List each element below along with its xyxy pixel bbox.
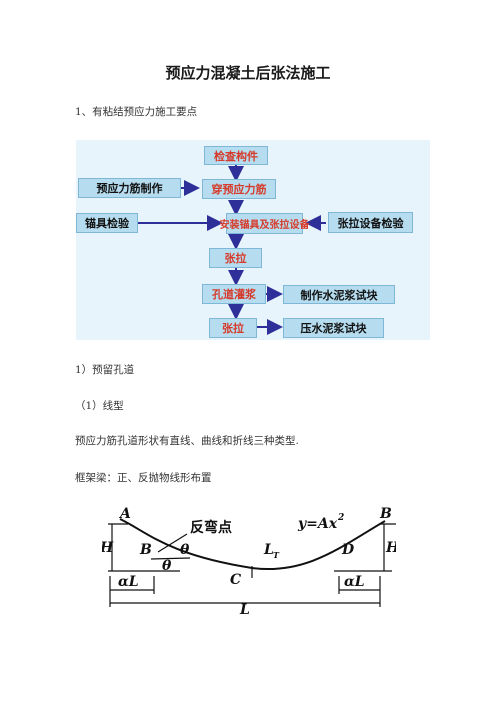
label-inflection-point: 反弯点 — [190, 519, 232, 536]
subsection-heading-line-type: （1）线型 — [75, 400, 124, 412]
label-LT: L — [263, 542, 274, 558]
flow-step-check: 检查构件 — [204, 146, 268, 165]
flow-step-tension-2: 张拉 — [209, 318, 257, 338]
flow-step-tension-1: 张拉 — [209, 248, 262, 268]
label-LT-sub: T — [273, 550, 280, 560]
paragraph-line-types: 预应力筋孔道形状有直线、曲线和折线三种类型. — [75, 435, 299, 447]
theta-upper: θ — [180, 542, 190, 558]
flow-step-cube-make: 制作水泥浆试块 — [283, 285, 395, 304]
equation: y=Ax — [297, 516, 338, 532]
label-C: C — [230, 572, 241, 588]
label-A: A — [118, 506, 131, 522]
label-aL-left: αL — [118, 574, 139, 590]
process-flowchart: 检查构件 预应力筋制作 穿预应力筋 锚具检验 安装锚具及张拉设备 张拉设备检验 … — [76, 140, 430, 340]
label-H-right: H — [385, 540, 396, 556]
label-H-left: H — [102, 540, 114, 556]
flow-step-grout: 孔道灌浆 — [202, 284, 266, 304]
flow-step-anchor-check: 锚具检验 — [76, 213, 138, 233]
theta-lower: θ — [162, 558, 172, 574]
flow-step-tendon-make: 预应力筋制作 — [78, 178, 181, 198]
label-B: B — [139, 542, 152, 558]
page-title: 预应力混凝土后张法施工 — [165, 64, 331, 82]
section-heading: 1、有粘结预应力施工要点 — [75, 106, 198, 118]
paragraph-frame-beam: 框架梁：正、反抛物线形布置 — [75, 472, 212, 484]
flow-step-cube-press: 压水泥浆试块 — [283, 318, 384, 338]
flowchart-arrows — [138, 165, 326, 335]
flow-step-install: 安装锚具及张拉设备 — [220, 213, 310, 234]
label-D: D — [341, 542, 355, 558]
equation-exponent: 2 — [337, 513, 344, 523]
label-L: L — [239, 602, 250, 618]
parabola-diagram: A B C D B θ θ L T y=Ax 2 H H αL αL L 反弯点 — [102, 506, 396, 618]
label-B-right: B — [379, 506, 392, 522]
flow-step-thread: 穿预应力筋 — [202, 179, 276, 199]
flow-step-equip-check: 张拉设备检验 — [328, 212, 413, 233]
label-aL-right: αL — [344, 574, 365, 590]
subsection-heading: 1）预留孔道 — [75, 364, 135, 376]
